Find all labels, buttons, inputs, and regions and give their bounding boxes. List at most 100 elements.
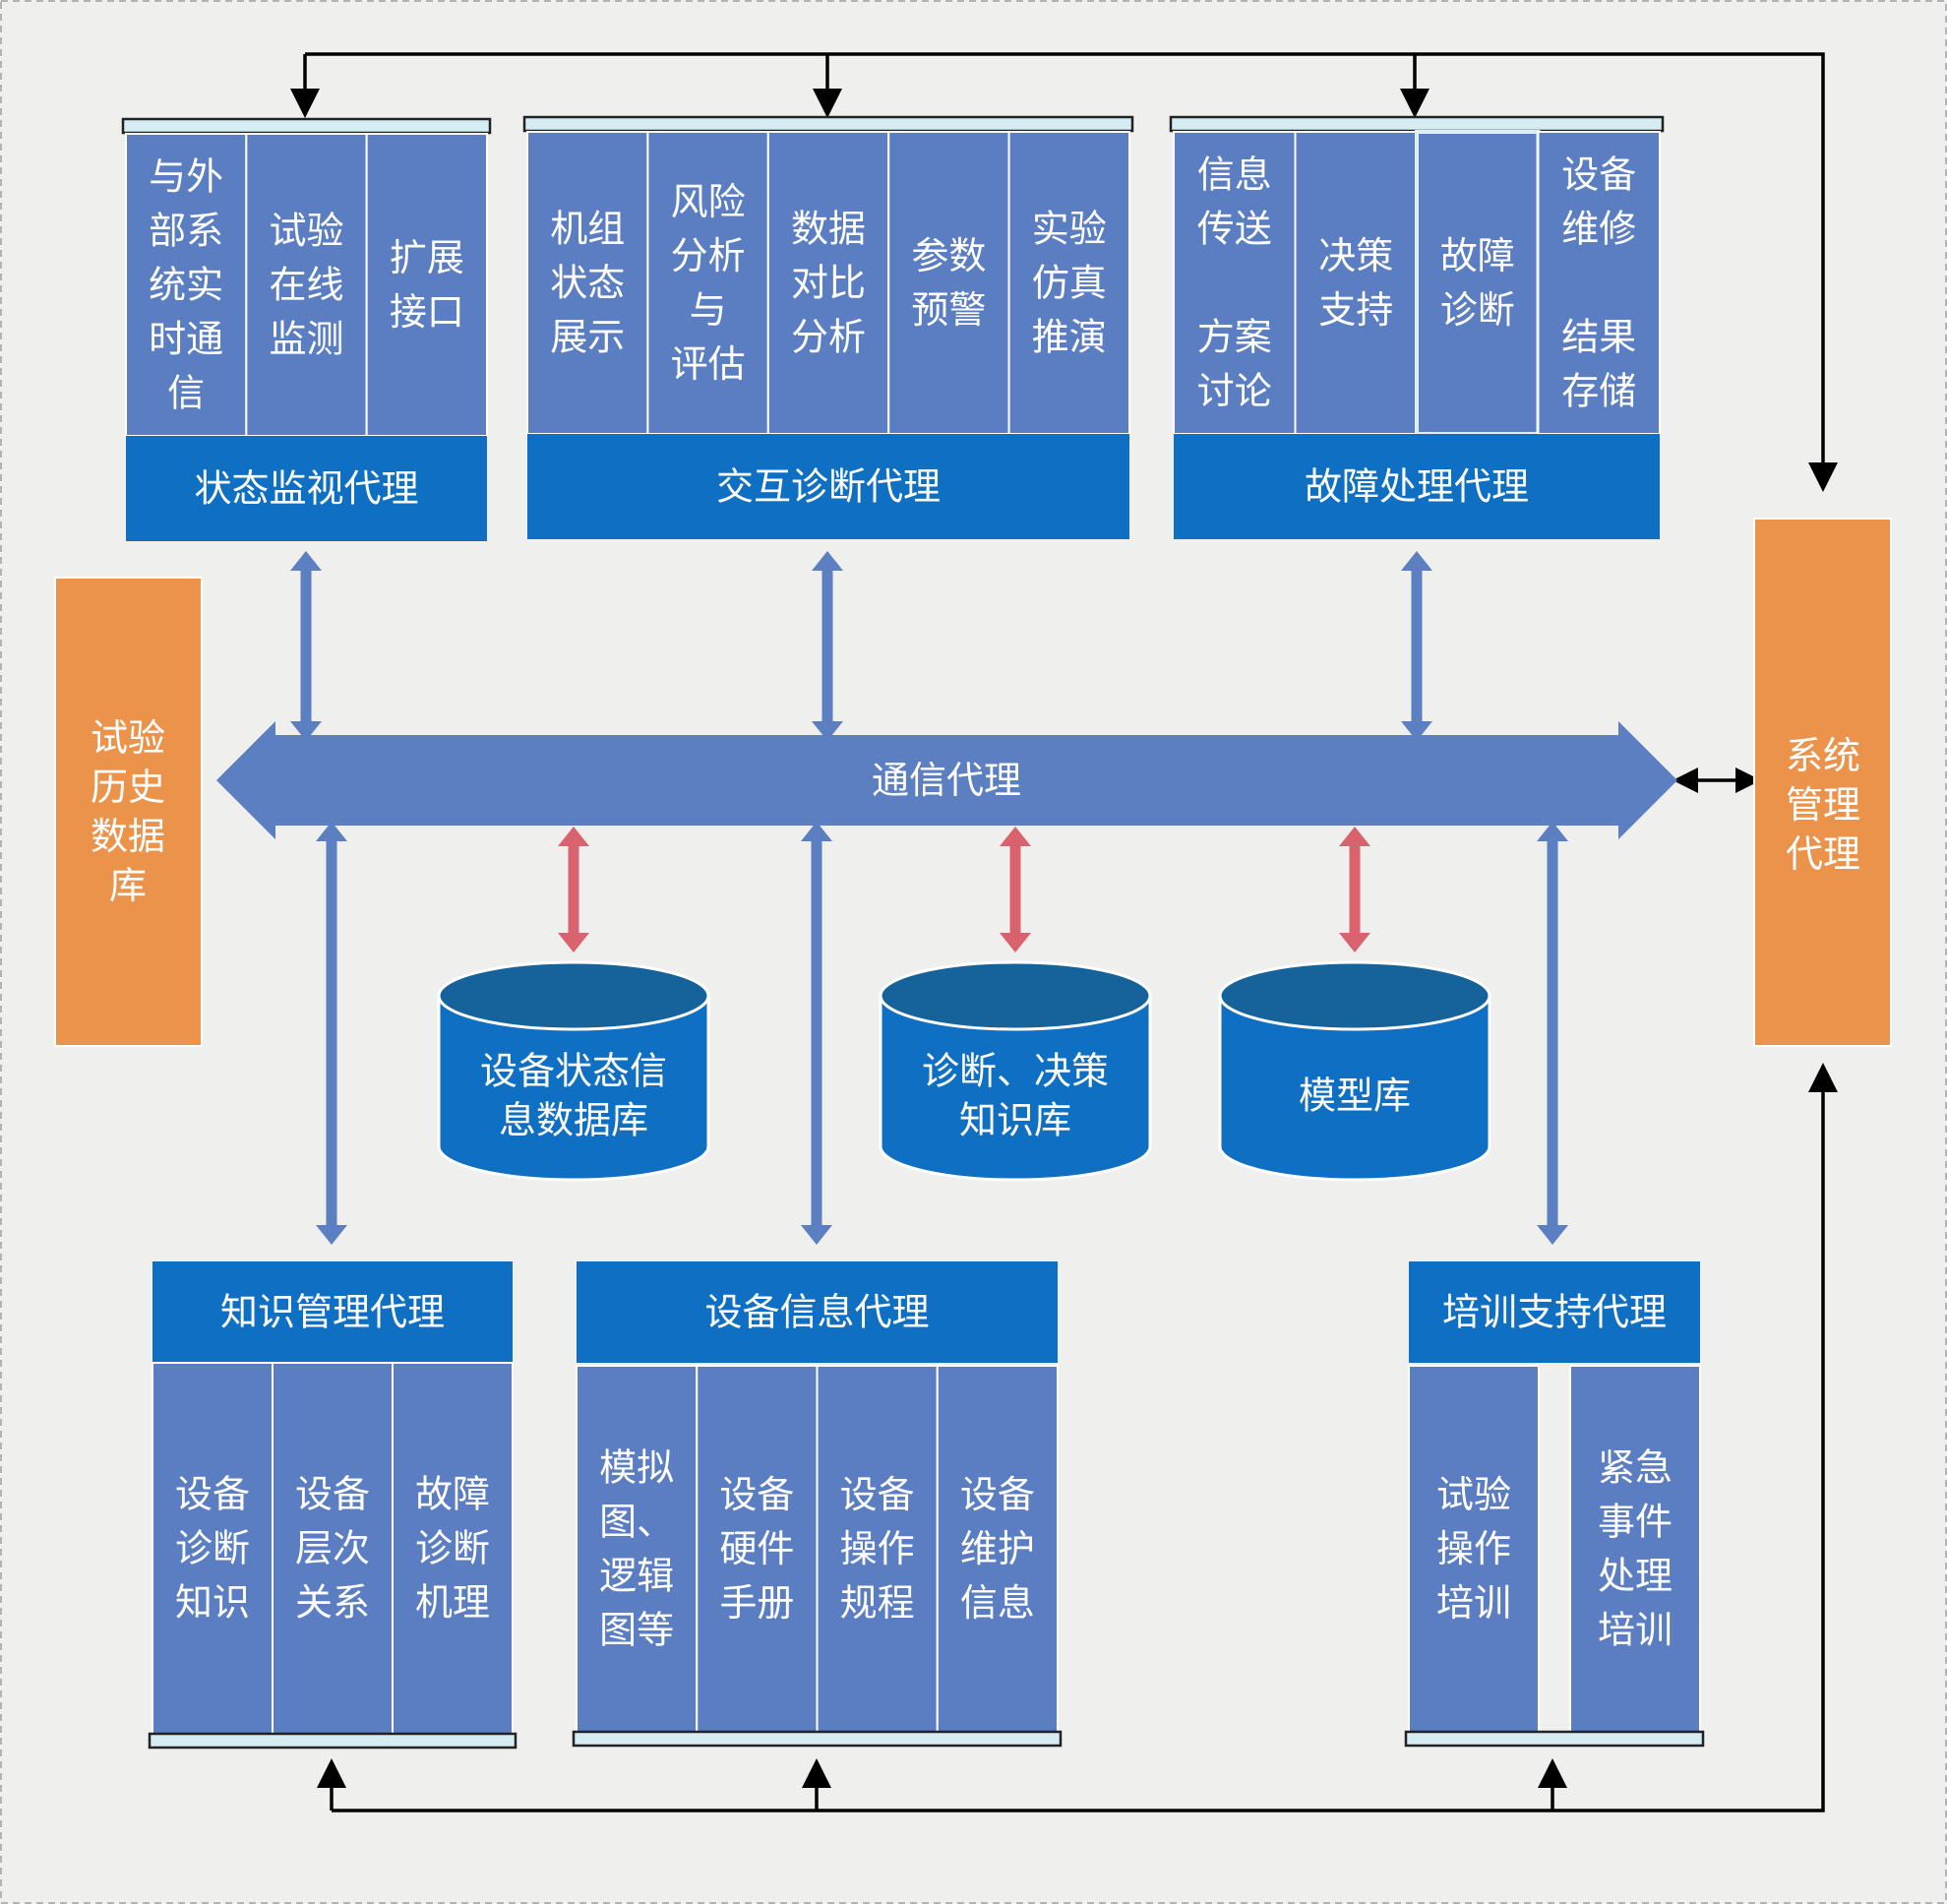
function-label: 设备操作规程 <box>840 1473 915 1625</box>
function-label: 实验仿真推演 <box>1032 208 1107 359</box>
text-line: 风险 <box>671 180 746 223</box>
text-line: 代理 <box>1786 832 1860 876</box>
database-link-arrow-icon <box>558 827 589 952</box>
text-line: 处理 <box>1598 1555 1673 1598</box>
database-label: 设备状态信息数据库 <box>480 1050 667 1142</box>
text-line: 通信代理 <box>872 759 1021 802</box>
panel-cap-bar <box>148 1732 517 1750</box>
text-line: 在线 <box>269 264 343 307</box>
database-label: 模型库 <box>1299 1075 1411 1118</box>
text-line: 事件 <box>1598 1501 1673 1544</box>
system-manager-agent-box <box>1753 518 1892 1047</box>
bidirectional-arrow-icon <box>801 822 832 1245</box>
text-line: 试验 <box>269 210 343 253</box>
text-line: 管理 <box>1786 783 1860 827</box>
feedback-line <box>332 1068 1825 1812</box>
function-label: 机组状态展示 <box>550 208 625 359</box>
communication-bus-label: 通信代理 <box>872 759 1021 802</box>
function-label: 设备层次关系 <box>295 1473 370 1625</box>
function-label: 风险分析与评估 <box>671 180 746 386</box>
feedback-line <box>305 52 1825 462</box>
panel-cap-bar <box>522 115 1134 133</box>
text-line: 层次 <box>295 1527 370 1570</box>
function-label: 与外部系统实时通信 <box>149 155 223 415</box>
function-cell <box>1294 131 1418 435</box>
text-line: 信息 <box>1197 154 1272 197</box>
text-line: 规程 <box>840 1581 915 1625</box>
agent-title: 培训支持代理 <box>1442 1291 1667 1334</box>
text-line: 维修 <box>1561 208 1636 251</box>
function-cell <box>1173 131 1297 435</box>
text-line: 模型库 <box>1299 1075 1411 1118</box>
text-line: 操作 <box>840 1527 915 1570</box>
text-line: 培训支持代理 <box>1442 1291 1667 1334</box>
agent-title-box <box>152 1261 513 1363</box>
agent-title-box <box>1174 434 1660 539</box>
text-line: 部系 <box>149 210 223 253</box>
function-cell <box>125 133 248 437</box>
agent-title-box <box>527 434 1129 539</box>
text-line: 与外 <box>149 155 223 199</box>
text-line: 图、 <box>599 1501 674 1544</box>
database-label: 诊断、决策知识库 <box>922 1050 1109 1142</box>
database-top <box>437 960 710 1031</box>
database-link-arrow-icon <box>1000 827 1031 952</box>
arrowhead-down-icon <box>813 89 842 118</box>
text-line: 图等 <box>599 1609 674 1652</box>
text-line: 展示 <box>550 316 625 359</box>
bidirectional-arrow-icon <box>1537 822 1568 1245</box>
text-line: 传送 <box>1197 208 1272 251</box>
function-label: 试验操作培训 <box>1436 1473 1511 1625</box>
function-cell <box>526 131 649 435</box>
text-line: 状态监视代理 <box>194 467 418 511</box>
text-line: 统实 <box>149 264 223 307</box>
agent-title-box <box>1409 1261 1700 1363</box>
function-cell <box>887 131 1010 435</box>
text-line: 设备 <box>295 1473 370 1516</box>
text-line: 机理 <box>415 1581 490 1625</box>
function-label: 设备诊断知识 <box>175 1473 250 1625</box>
text-line: 设备 <box>840 1473 915 1516</box>
text-line: 数据 <box>791 208 866 251</box>
text-line: 结果 <box>1561 316 1636 359</box>
database-outline <box>879 996 1152 1182</box>
function-cell <box>1537 131 1661 435</box>
text-line: 信 <box>167 372 205 415</box>
text-line: 存储 <box>1561 370 1636 413</box>
communication-bus <box>216 721 1677 839</box>
function-cell <box>646 131 769 435</box>
text-line: 培训 <box>1598 1609 1673 1652</box>
text-line: 历史 <box>91 766 165 809</box>
text-line: 关系 <box>295 1581 370 1625</box>
function-cell <box>816 1365 939 1733</box>
arrowhead-right-icon <box>1735 768 1761 793</box>
text-line: 知识 <box>175 1581 250 1625</box>
database-outline <box>437 996 710 1182</box>
text-line: 紧急 <box>1598 1446 1673 1490</box>
panel-cap-bar <box>1169 115 1665 133</box>
text-line: 设备信息代理 <box>704 1291 929 1334</box>
text-line: 故障 <box>415 1473 490 1516</box>
text-line: 故障 <box>1440 234 1515 277</box>
text-line: 状态 <box>550 262 625 305</box>
text-line: 方案 <box>1197 316 1272 359</box>
arrowhead-up-icon <box>1808 1063 1838 1092</box>
function-cell <box>1415 130 1541 436</box>
text-line: 息数据库 <box>499 1099 648 1142</box>
arrowhead-down-icon <box>290 89 320 118</box>
bidirectional-arrow-icon <box>1401 551 1432 741</box>
function-cell <box>696 1365 819 1733</box>
agent-title: 状态监视代理 <box>194 467 418 511</box>
panel-cap-bar <box>121 117 492 135</box>
text-line: 交互诊断代理 <box>716 465 941 509</box>
text-line: 操作 <box>1436 1527 1511 1570</box>
text-line: 故障处理代理 <box>1305 465 1529 509</box>
text-line: 诊断、决策 <box>922 1050 1109 1093</box>
function-cell <box>766 131 890 435</box>
function-label: 设备维护信息 <box>960 1473 1035 1625</box>
function-label: 扩展接口 <box>390 236 464 334</box>
text-line: 库 <box>109 864 147 907</box>
function-label: 紧急事件处理培训 <box>1598 1446 1673 1652</box>
text-line: 参数 <box>911 234 986 277</box>
